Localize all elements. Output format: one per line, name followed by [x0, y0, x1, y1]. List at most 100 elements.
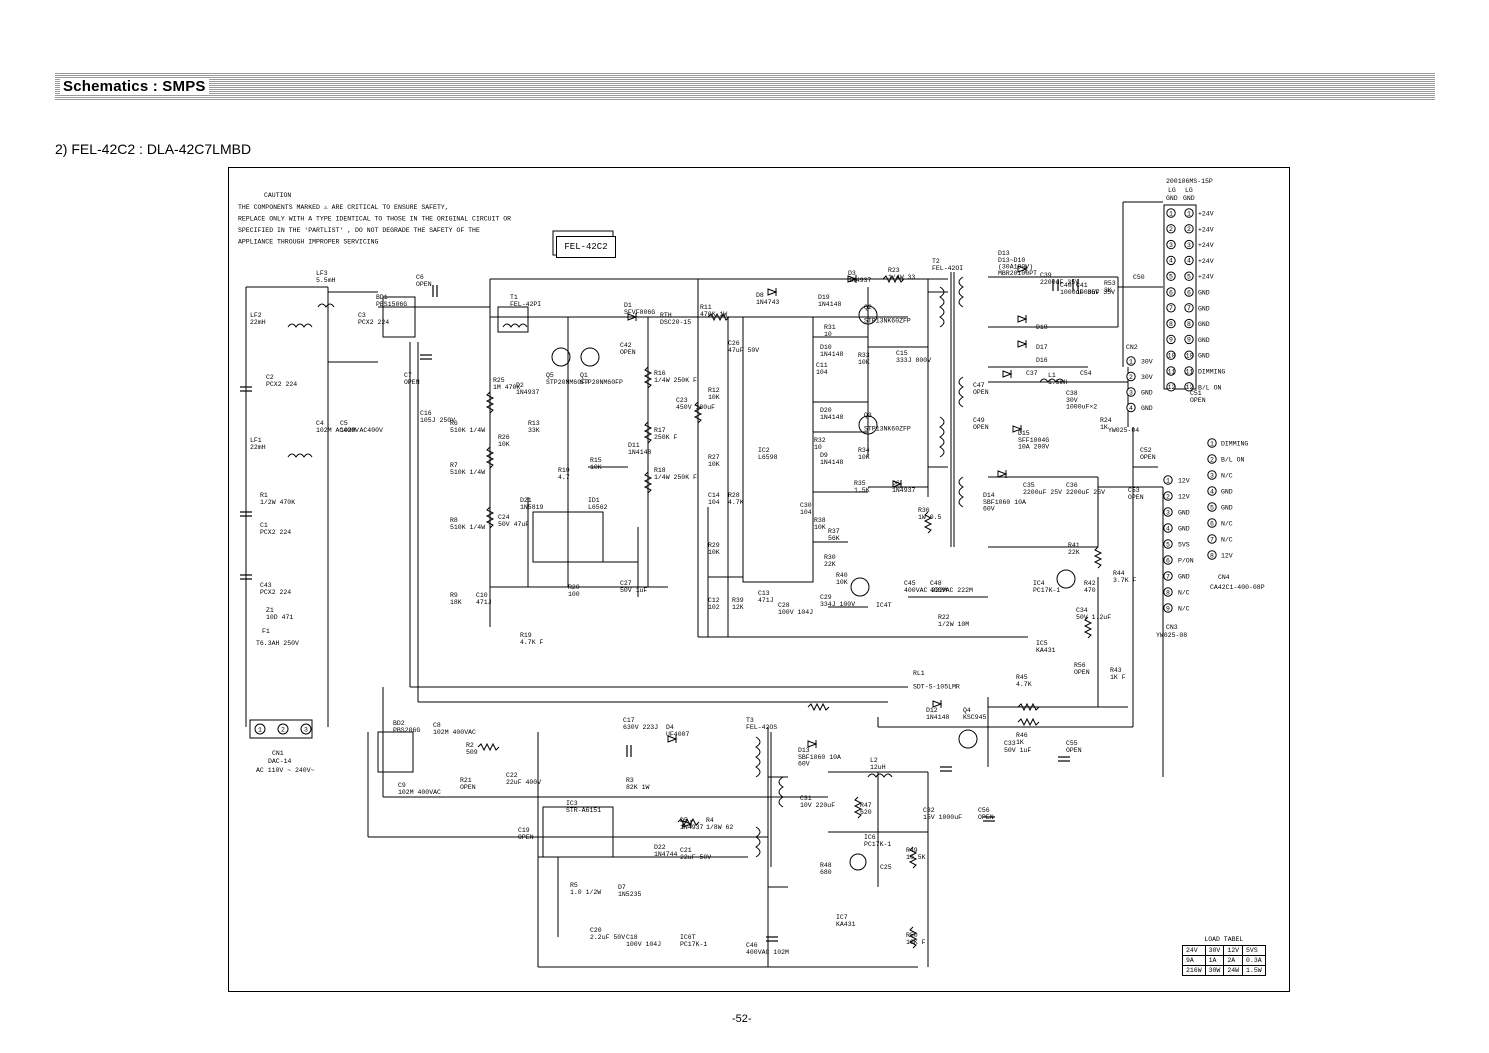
component-value: OPEN — [416, 281, 432, 288]
component-value: 1K — [1016, 739, 1024, 746]
connector-lg-pin-number: 2 — [1187, 226, 1191, 233]
component-ref: C47 — [973, 382, 985, 389]
capacitors — [240, 279, 1079, 942]
connector-cn3-pin-label: 5VS — [1178, 542, 1190, 549]
connector-cn3-pin-label: 12V — [1178, 478, 1190, 485]
component-ref: D13 — [798, 747, 810, 754]
component-ref: R50 — [906, 932, 918, 939]
component-ref: R44 — [1113, 570, 1125, 577]
component-ref: Q4 — [963, 707, 971, 714]
ac-input-connector: CN1 — [272, 750, 284, 757]
component-ref: R45 — [1016, 674, 1028, 681]
component-ref: C32 — [923, 807, 935, 814]
component-value: 470K 1W — [700, 311, 727, 318]
ac-input-part: DAC-14 — [268, 758, 292, 765]
component-value: KA431 — [1036, 647, 1056, 654]
component-value: OPEN — [978, 814, 994, 821]
connector-cn4-pin-label: GND — [1221, 489, 1233, 496]
component-ref: C21 — [680, 847, 692, 854]
connector-lg-pin-label: +24V — [1198, 242, 1214, 249]
component-ref: R35 — [854, 480, 866, 487]
connector-lg-pin — [1166, 224, 1176, 234]
component-value: KA431 — [836, 921, 856, 928]
component-ref: C4 — [316, 420, 324, 427]
connector-lg-pin-number: 4 — [1169, 258, 1173, 265]
component-value: 104 — [816, 369, 828, 376]
connector-cn4-pin — [1207, 518, 1217, 528]
connector-cn3-pin-number: 2 — [1166, 493, 1170, 500]
connector-lg-pin — [1184, 239, 1194, 250]
component-ref: C56 — [978, 807, 990, 814]
component-value: 1.5mH — [1048, 379, 1068, 386]
component-ref: C1 — [260, 522, 268, 529]
component-ref: C10 — [476, 592, 488, 599]
component-ref: IC2 — [758, 447, 770, 454]
component-value: SBF1060 10A — [983, 499, 1026, 506]
connector-lg-pin-number: 7 — [1187, 305, 1191, 312]
component-ref: R39 — [732, 597, 744, 604]
component-ref: C46 — [746, 942, 758, 949]
component-value: OPEN — [1128, 494, 1144, 501]
component-value: 1.5K — [854, 487, 870, 494]
component-ref: C41 — [1076, 282, 1088, 289]
connector-lg-pin — [1166, 318, 1176, 329]
component-ref: R43 — [1110, 667, 1122, 674]
component-ref: R25 — [493, 377, 505, 384]
connector-cn3-pin — [1163, 555, 1173, 565]
component-ref: C6 — [416, 274, 424, 281]
component-value: 1N4937 — [848, 277, 872, 284]
component-value: STP13NK60ZFP — [864, 318, 911, 325]
component-value: SFF1004G — [1018, 437, 1049, 444]
component-ref: R4 — [706, 817, 714, 824]
component-value: 3K — [1104, 287, 1112, 294]
component-value: 620 — [860, 809, 872, 816]
load-table-cell: 9A — [1182, 955, 1206, 966]
connector-cn2-pin-label: 30V — [1141, 374, 1153, 381]
connector-lg-pin — [1166, 239, 1176, 250]
load-table-cell: 1.5W — [1242, 965, 1266, 976]
component-ref: Q1 — [580, 372, 588, 379]
component-value: 100V 104J — [626, 941, 661, 948]
component-value: 10K — [590, 464, 602, 471]
connector-cn4-pin-number: 4 — [1210, 488, 1214, 495]
component-value: 1/2W 470K — [260, 499, 295, 506]
component-value: 47uF 50V — [728, 347, 759, 354]
component-value: 1W 0.5 — [918, 514, 942, 521]
component-ref: D2 — [516, 382, 524, 389]
component-value: PC17K-1 — [1033, 587, 1060, 594]
component-value: 102M AC400V — [340, 427, 383, 434]
component-ref: R6 — [450, 420, 458, 427]
component-value: 1N5235 — [618, 891, 642, 898]
component-value: 33K — [528, 427, 540, 434]
component-value: 104 — [708, 499, 720, 506]
connector-lg-pin-number: 1 — [1169, 210, 1173, 217]
component-value: 1N4743 — [756, 299, 780, 306]
component-value: 4.7K — [1016, 681, 1032, 688]
component-ref: C27 — [620, 580, 632, 587]
component-value: 450V 180uF — [676, 404, 715, 411]
component-ref: D11 — [628, 442, 640, 449]
component-value: 1M 470K — [493, 384, 520, 391]
component-value: DSC20-15 — [660, 319, 691, 326]
caution-heading: CAUTION — [264, 192, 291, 199]
connector-cn2-pin — [1126, 371, 1136, 382]
component-ref: C55 — [1066, 740, 1078, 747]
component-value: 60V — [798, 761, 810, 768]
connector-cn3-pin-number: 6 — [1166, 557, 1170, 564]
component-ref: R53 — [1104, 280, 1116, 287]
component-value: FEL-42PI — [510, 301, 541, 308]
connector-cn2-part: YW025-04 — [1108, 427, 1139, 434]
connector-cn3-pin-label: GND — [1178, 526, 1190, 533]
component-ref: R34 — [858, 447, 870, 454]
connector-lg-pin-number: 9 — [1187, 337, 1191, 344]
connector-cn2-name: CN2 — [1126, 344, 1138, 351]
connector-cn2-pin — [1126, 402, 1136, 413]
component-value: 10A 200V — [1018, 444, 1049, 451]
connector-cn3-pin — [1163, 523, 1173, 533]
connector-cn3-pin — [1163, 571, 1173, 581]
component-value: 15V 1000uF — [923, 814, 962, 821]
component-value: 630V 223J — [623, 724, 658, 731]
component-ref: R40 — [836, 572, 848, 579]
component-ref: D16 — [1036, 357, 1048, 364]
component-ref: D14 — [983, 492, 995, 499]
